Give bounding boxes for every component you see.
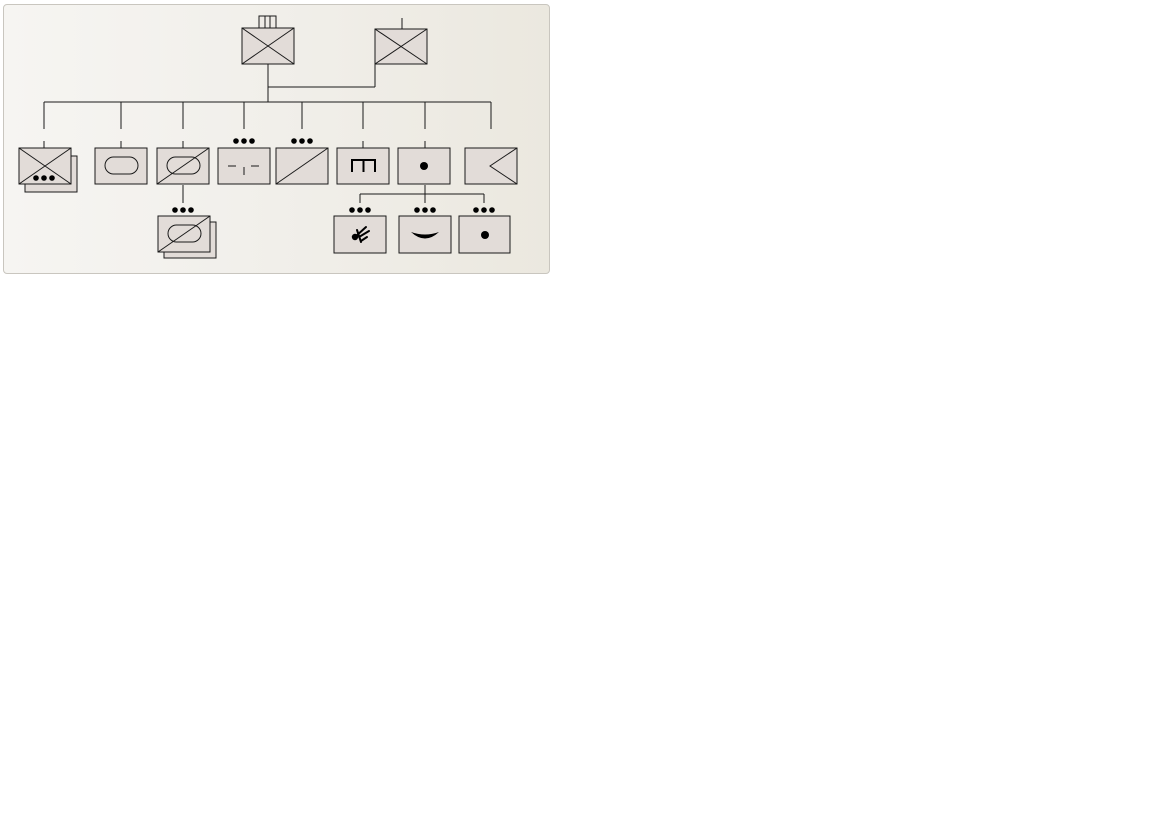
connector-lines [43,18,492,203]
armor-icon [104,156,139,175]
battalion-echelon-dots [414,207,436,213]
unit-artillery [397,147,451,185]
battalion-echelon-dots [291,138,313,144]
battalion-echelon-dots [473,207,495,213]
unit-field-artillery [458,207,511,254]
unit-armored-infantry-battalions [157,207,217,259]
battalion-echelon-dots [233,138,255,144]
unit-cavalry [275,138,329,185]
battalion-echelon-dots [349,207,371,213]
org-chart-panel [3,4,550,274]
signal-icon-frame [217,147,271,185]
armor-icon-frame [94,147,148,185]
unit-infantry-battalions [18,147,78,193]
rocket-artillery-icon-frame [333,215,387,254]
unit-rocket-artillery [333,207,387,254]
org-chart-diagram [18,15,518,259]
artillery-icon [420,162,428,170]
air-defense-icon [489,147,518,185]
unit-armor [94,147,148,185]
battalion-echelon-dots [33,175,55,181]
engineer-icon [351,159,376,172]
unit-engineer [336,147,390,185]
rocket-artillery-icon [351,226,370,243]
unit-airborne-artillery [398,207,452,254]
unit-signal [217,138,271,185]
unit-infantry-attached [374,28,428,65]
unit-air-defense [464,147,518,185]
headquarters-flag-icon [258,15,277,29]
unit-hq-infantry [241,15,295,65]
battalion-echelon-dots [172,207,194,213]
airborne-artillery-icon [411,232,439,239]
artillery-icon [481,231,489,239]
signal-icon [228,165,259,175]
unit-armored-infantry [156,147,210,185]
